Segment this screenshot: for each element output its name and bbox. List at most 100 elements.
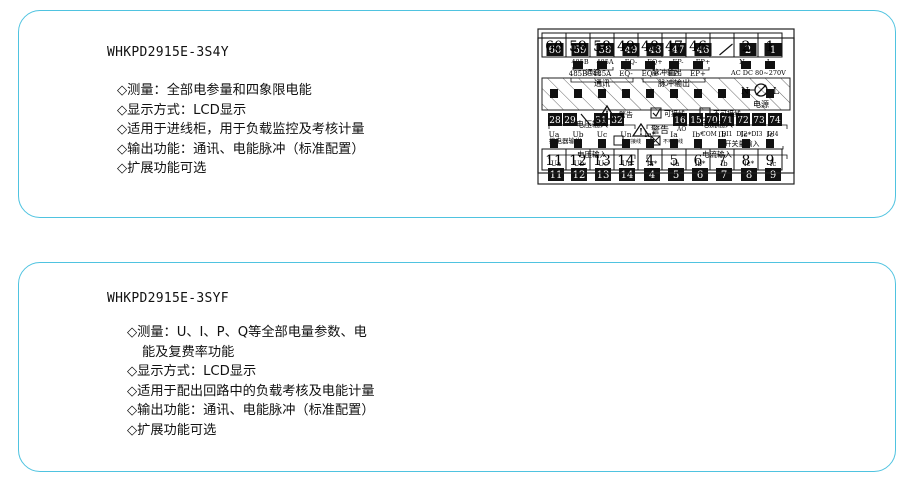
terminal-block	[692, 168, 708, 181]
terminal-block	[622, 43, 640, 56]
terminal-number: 72	[737, 116, 748, 126]
terminal-number: 5	[670, 153, 679, 169]
voltage-input-label: 电压输入	[577, 149, 607, 159]
terminal-number: 16	[674, 116, 686, 126]
input-label: Ia*	[644, 130, 655, 139]
terminal-block	[705, 113, 719, 126]
warning-icon: !	[631, 122, 651, 138]
terminal-marker	[766, 139, 774, 148]
feature-item: ◇测量：全部电参量和四象限电能	[117, 83, 312, 98]
terminal-number: 46	[697, 45, 710, 56]
input-label: Ic	[770, 160, 777, 168]
feature-item-continued: 能及复费率功能	[142, 344, 235, 360]
terminal-marker	[694, 139, 702, 148]
terminal-number: 29	[564, 116, 576, 126]
feature-list: ◇测量：全部电参量和四象限电能 ◇显示方式：LCD显示 ◇适用于进线柜，用于负载…	[117, 81, 365, 179]
terminal-label: 485B	[569, 70, 588, 78]
blank-terminal-mark	[719, 43, 733, 56]
not-connectable-box-icon	[699, 107, 711, 119]
terminal-marker	[765, 61, 775, 69]
terminal-number: 28	[549, 116, 561, 126]
terminal-marker	[574, 89, 582, 98]
svg-text:!: !	[605, 111, 609, 121]
panel-frame	[537, 28, 795, 174]
feature-item: ◇输出功能：通讯、电能脉冲（标准配置）	[127, 403, 375, 418]
terminal-number: 8	[742, 153, 751, 169]
l-label: L	[773, 87, 779, 97]
terminal-marker	[550, 139, 558, 148]
terminal-block	[739, 43, 757, 56]
terminal-number: 74	[769, 116, 781, 126]
input-label: Ub	[572, 130, 583, 139]
terminal-label: EP-	[668, 70, 680, 78]
terminal-marker	[742, 139, 750, 148]
terminal-marker	[598, 139, 606, 148]
terminal-number: 70	[706, 116, 718, 126]
connectable-label: 可接线	[626, 138, 641, 145]
feature-item: ◇显示方式：LCD显示	[127, 364, 257, 379]
terminal-number: 12	[573, 170, 586, 181]
terminal-marker	[598, 89, 606, 98]
terminal-block	[669, 43, 687, 56]
input-label: Ia	[673, 160, 680, 168]
terminal-number: 60	[545, 39, 563, 55]
terminal-marker	[718, 89, 726, 98]
blank-terminal-mark	[580, 113, 592, 127]
input-label: Ua	[549, 130, 560, 139]
terminal-block	[596, 43, 614, 56]
pulse-group-label: 脉冲输出	[652, 67, 682, 77]
terminal-marker	[550, 89, 558, 98]
n-label: N	[741, 87, 749, 97]
power-label: 电源	[753, 99, 769, 109]
terminal-number: 8	[746, 170, 752, 181]
terminal-number: 1	[770, 45, 776, 56]
input-label: Ic*	[741, 130, 752, 139]
product-card-2: WHKPD2915E-3SYF ◇测量：U、I、P、Q等全部电量参数、电 能及复…	[18, 262, 896, 472]
feature-item: ◇扩展功能可选	[127, 422, 217, 438]
terminal-marker	[622, 89, 630, 98]
terminal-number: 7	[721, 170, 727, 181]
feature-item: ◇适用于进线柜，用于负载监控及考核计量	[117, 122, 365, 137]
terminal-number: 14	[621, 170, 634, 181]
terminal-block	[764, 43, 782, 56]
terminal-number: 13	[597, 170, 610, 181]
pulse-group-label: 脉冲输出	[658, 78, 690, 88]
feature-item: ◇显示方式：LCD显示	[117, 102, 247, 118]
input-label: Uc	[597, 130, 608, 139]
terminal-number: 4	[649, 170, 655, 181]
power-symbol-icon	[750, 83, 771, 97]
di-label: DI2	[737, 131, 748, 138]
input-label: Ub	[574, 160, 585, 168]
di-label: DI3	[752, 131, 763, 138]
terminal-marker	[646, 139, 654, 148]
terminal-number: 58	[599, 45, 612, 56]
terminal-marker	[670, 139, 678, 148]
terminal-number: 47	[665, 39, 683, 55]
terminal-label: 485A	[593, 70, 612, 78]
terminal-block	[571, 43, 589, 56]
terminal-marker	[741, 61, 751, 69]
feature-list: ◇测量：U、I、P、Q等全部电量参数、电 能及复费率功能 ◇显示方式：LCD显示…	[127, 323, 375, 440]
feature-item: ◇输出功能：通讯、电能脉冲（标准配置）	[117, 141, 365, 157]
terminal-number: 46	[689, 39, 707, 55]
terminal-block	[548, 113, 562, 126]
warning-label: 警告	[619, 110, 633, 119]
warning-icon: !	[597, 104, 617, 121]
input-label: Uc	[598, 160, 608, 168]
feature-item: ◇适用于配出回路中的负载考核及电能计量	[127, 383, 375, 399]
current-input-label: 电流输入	[702, 149, 732, 159]
terminal-number: 73	[753, 116, 765, 126]
terminal-number: 9	[770, 170, 776, 181]
terminal-marker	[646, 89, 654, 98]
terminal-marker	[574, 139, 582, 148]
current-input-label: 电流输入	[701, 119, 733, 129]
model-name: WHKPD2915E-3SYF	[107, 291, 229, 306]
terminal-block	[716, 168, 732, 181]
terminal-block	[619, 168, 635, 181]
terminal-block	[668, 168, 684, 181]
terminal-number: 15	[690, 116, 702, 126]
terminal-marker	[766, 89, 774, 98]
connectable-box-icon	[650, 107, 662, 119]
ao-label: AO	[676, 126, 686, 133]
